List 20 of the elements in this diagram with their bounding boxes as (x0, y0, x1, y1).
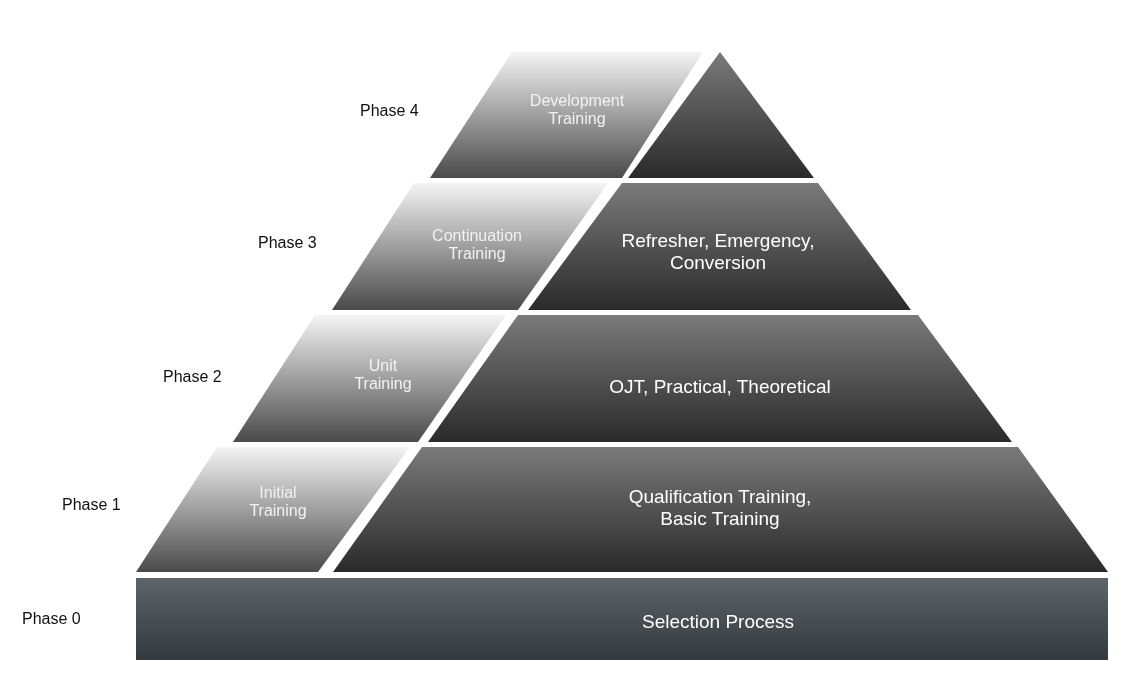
pyramid-segment (136, 447, 410, 572)
pyramid-segment (528, 183, 911, 310)
tier-label: Continuation Training (431, 226, 523, 264)
pyramid-segment (628, 52, 814, 178)
phase-label: Phase 1 (62, 496, 121, 514)
tier-label: Initial Training (248, 483, 308, 521)
tier-label: OJT, Practical, Theoretical (608, 376, 832, 398)
pyramid-segment (136, 578, 1108, 660)
pyramid-segment (430, 52, 703, 178)
tier-label: Refresher, Emergency, Conversion (620, 230, 816, 274)
pyramid-segment (233, 315, 506, 442)
pyramid-segment (332, 183, 608, 310)
phase-label: Phase 2 (163, 368, 222, 386)
phase-label: Phase 4 (360, 102, 419, 120)
tier-label: Qualification Training, Basic Training (627, 486, 813, 530)
phase-label: Phase 3 (258, 234, 317, 252)
tier-label: Unit Training (353, 356, 413, 394)
tier-label: Selection Process (640, 611, 796, 633)
phase-label: Phase 0 (22, 610, 81, 628)
tier-label: Development Training (528, 91, 626, 129)
